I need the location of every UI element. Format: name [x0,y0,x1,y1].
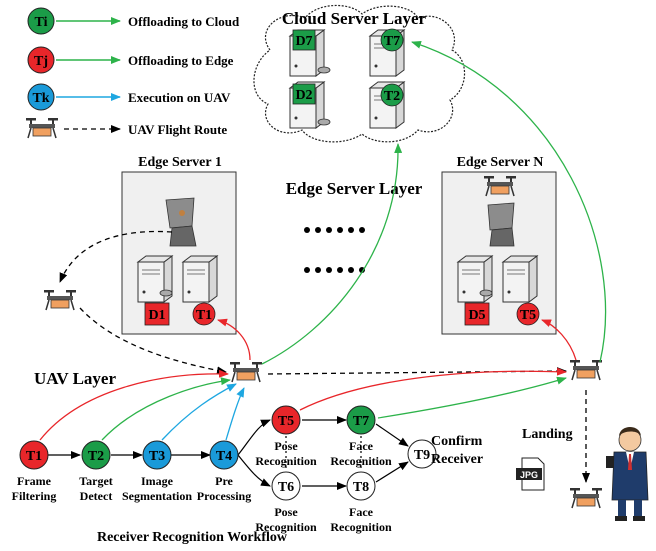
drone-icon [229,361,263,383]
drone-icon [43,289,77,311]
database-icon [317,66,331,74]
edge-server-icon [182,255,218,303]
database-icon [317,118,331,126]
edge-server-n: Edge Server N D5 T5 [441,155,557,335]
legend-cloud-label: Offloading to Cloud [128,14,240,29]
workflow-node-label-1: Pre [215,474,233,488]
edge-layer-title: Edge Server Layer [286,179,423,198]
legend-edge-item: Tj Offloading to Edge [27,46,234,74]
workflow-node-label-2: Processing [197,489,251,503]
edge-offload-arrows [39,318,577,441]
edge1-data-d1: D1 [148,308,165,323]
drone-icon [569,359,603,381]
edgeN-data-d5: D5 [468,308,485,323]
legend-uav-item: Tk Execution on UAV [27,83,231,111]
edge-server-1-title: Edge Server 1 [138,155,222,170]
edge-server-layer: Edge Server Layer Edge Server 1 D1 T1 [121,155,557,335]
workflow-node-label-1: Face [349,505,374,519]
edge1-task-t1: T1 [196,308,212,323]
workflow-node-label-2: Recognition [330,454,392,468]
workflow-node-label-1: Face [349,439,374,453]
edge-server-n-title: Edge Server N [457,155,544,170]
workflow-edges [48,416,409,490]
antenna-icon [487,202,515,247]
uav-layer-title: UAV Layer [34,369,116,388]
legend-edge-label: Offloading to Edge [128,53,234,68]
legend-cloud-node: Ti [35,15,48,30]
jpg-text: JPG [520,470,538,480]
workflow-node-label-1: Pose [274,439,298,453]
workflow-node-id: T8 [353,480,369,495]
legend-uav-label: Execution on UAV [128,90,231,105]
drone-icon [569,487,603,509]
workflow-node-label-1: Target [79,474,113,488]
landing-label: Landing [522,427,573,442]
database-icon [479,289,493,297]
antenna-icon [165,197,197,247]
confirm-label-2: Receiver [431,452,483,467]
cloud-server-layer: Cloud Server Layer D7 T7 D2 T2 [253,4,466,143]
legend-edge-node: Tj [34,54,48,69]
ellipsis-dots [304,227,365,273]
confirm-label-1: Confirm [431,434,483,449]
cloud-layer-title: Cloud Server Layer [282,9,427,28]
cloud-data-d2: D2 [295,88,312,103]
workflow-node-id: T1 [26,449,42,464]
workflow-node-id: T9 [414,448,430,463]
workflow-title: Receiver Recognition Workflow [97,530,288,545]
cloud-task-t7: T7 [384,34,400,49]
workflow-node-label-1: Pose [274,505,298,519]
jpg-file-icon: JPG [516,457,545,491]
legend-uav-node: Tk [32,91,49,106]
cloud-data-d7: D7 [295,34,312,49]
legend: Ti Offloading to Cloud Tj Offloading to … [25,7,240,139]
workflow-node-label-2: Recognition [255,454,317,468]
legend-route-item: UAV Flight Route [25,117,227,139]
receiver-person-icon [606,427,649,521]
workflow-node-label-2: Recognition [255,520,317,534]
workflow-node-id: T5 [278,414,294,429]
workflow-node-label-2: Detect [80,489,113,503]
workflow-node-id: T3 [149,449,165,464]
workflow-node-label-2: Filtering [12,489,57,503]
workflow-node-label-1: Frame [17,474,52,488]
workflow-node-id: T4 [216,449,232,464]
workflow-node-label-2: Recognition [330,520,392,534]
edge-server-1: Edge Server 1 D1 T1 [121,155,237,335]
workflow-node-id: T2 [88,449,104,464]
database-icon [159,289,173,297]
cloud-task-t2: T2 [384,89,400,104]
uav-exec-arrows [161,383,245,441]
workflow-node-id: T6 [278,480,294,495]
legend-route-label: UAV Flight Route [128,122,227,137]
edgeN-task-t5: T5 [520,308,536,323]
workflow-node-label-1: Image [141,474,174,488]
workflow-node-t9: T9 [407,439,437,469]
workflow-node-id: T7 [353,414,369,429]
workflow-node-label-2: Segmentation [122,489,192,503]
flight-routes [59,230,590,483]
cloud-offload-arrows [101,40,607,441]
edge-server-icon [502,255,538,303]
legend-cloud-item: Ti Offloading to Cloud [27,7,240,35]
drone-icon [25,117,59,139]
